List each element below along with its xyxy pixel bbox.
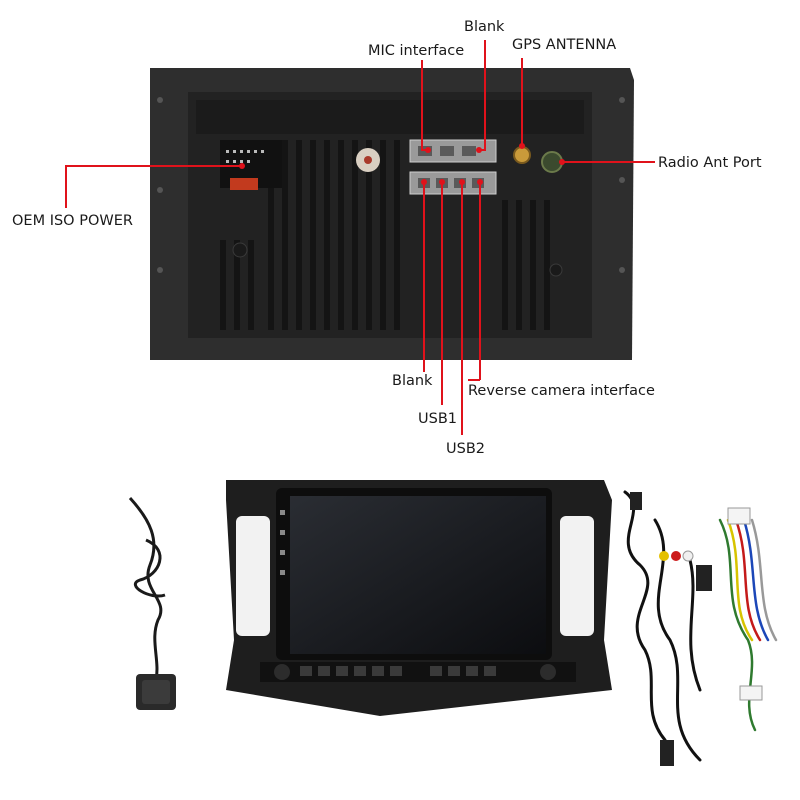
label-mic-interface: MIC interface	[368, 43, 465, 59]
label-usb2: USB2	[446, 441, 485, 457]
label-gps-antenna: GPS ANTENNA	[512, 37, 617, 53]
label-blank-top: Blank	[464, 19, 505, 35]
callout-lines	[65, 40, 655, 435]
callout-dots	[239, 143, 565, 185]
label-radio-ant-port: Radio Ant Port	[658, 155, 762, 171]
label-usb1: USB1	[418, 411, 457, 427]
rear-view-head-unit	[150, 68, 634, 360]
harness-connectors	[630, 492, 763, 766]
label-blank-bottom: Blank	[392, 373, 433, 389]
gps-antenna	[128, 496, 176, 710]
wiring-harness-cables	[623, 490, 778, 762]
head-unit-with-fascia-frame	[226, 480, 612, 716]
label-oem-iso-power: OEM ISO POWER	[12, 213, 133, 229]
label-reverse-camera-interface: Reverse camera interface	[468, 383, 655, 399]
